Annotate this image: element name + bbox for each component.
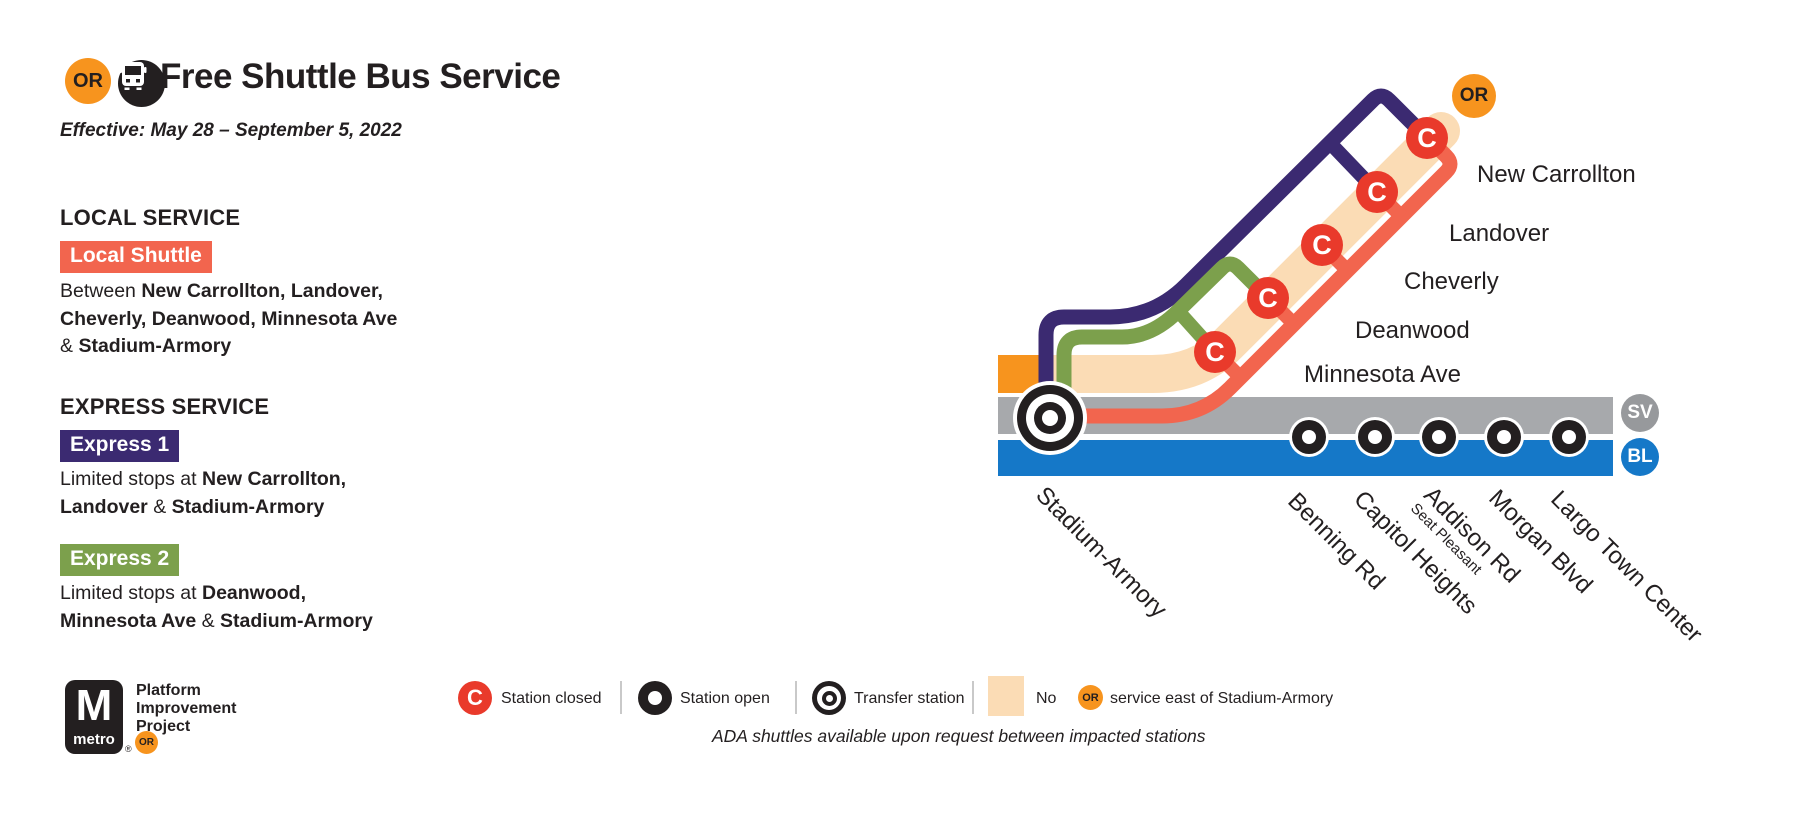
local-shuttle-description: Between New Carrollton, Landover, Cheverl…	[60, 278, 430, 361]
express2-badge: Express 2	[60, 544, 180, 576]
metro-logo-m: M	[75, 681, 113, 730]
bus-icon-glyph	[119, 62, 147, 90]
closed-station-label: New Carrollton	[1477, 161, 1636, 188]
station-open-marker	[1487, 420, 1521, 454]
text-segment: New Carrollton,	[201, 468, 347, 490]
express2-line	[1056, 256, 1274, 420]
station-closed-marker: C	[1356, 171, 1398, 213]
no-service-prefix: No	[1036, 690, 1057, 707]
station-open-marker	[1358, 420, 1392, 454]
platform-improvement-project: Platform Improvement Project	[136, 682, 236, 736]
page-title: Free Shuttle Bus Service	[160, 57, 561, 96]
station-open-marker	[1292, 420, 1326, 454]
project-line: Project	[136, 718, 191, 735]
express1-description: Limited stops at New Carrollton, Landover…	[60, 466, 430, 521]
closed-station-label: Minnesota Ave	[1304, 361, 1461, 388]
project-line: Improvement	[136, 700, 237, 717]
express1-badge: Express 1	[60, 430, 180, 462]
ada-note: ADA shuttles available upon request betw…	[712, 726, 1206, 746]
no-service-swatch	[988, 676, 1024, 716]
closed-station-label: Cheverly	[1404, 268, 1499, 295]
no-service-suffix: service east of Stadium-Armory	[1110, 690, 1334, 707]
or-mini-badge: OR	[1078, 685, 1103, 710]
text-segment: &	[60, 335, 79, 357]
station-closed-marker: C	[1194, 331, 1236, 373]
text-segment: Stadium-Armory	[171, 495, 325, 518]
station-closed-marker: C	[1406, 117, 1448, 159]
legend-divider	[972, 681, 974, 714]
silver-line-badge: SV	[1621, 394, 1659, 432]
or-terminal-badge: OR	[1452, 74, 1496, 118]
transfer-station-icon	[1013, 381, 1087, 455]
registered-mark: ®	[125, 744, 132, 754]
express1-line	[1038, 88, 1433, 420]
station-open-marker	[1422, 420, 1456, 454]
metro-logo: M metro	[65, 680, 123, 754]
text-segment: Deanwood,	[201, 582, 306, 604]
station-closed-label: Station closed	[501, 690, 602, 707]
local-shuttle-badge: Local Shuttle	[60, 241, 212, 273]
text-segment: Landover	[60, 495, 148, 518]
bus-icon	[118, 60, 165, 107]
text-segment: &	[196, 609, 221, 632]
transfer-station-label: Transfer station	[854, 690, 965, 707]
text-segment: Minnesota Ave	[60, 609, 197, 632]
project-line: Platform	[136, 682, 201, 699]
transfer-station-legend-icon	[812, 681, 846, 715]
local-service-heading: LOCAL SERVICE	[60, 205, 241, 230]
legend-divider	[795, 681, 797, 714]
local-shuttle-line	[1052, 133, 1458, 424]
legend-divider	[620, 681, 622, 714]
closed-station-label: Deanwood	[1355, 317, 1470, 344]
text-segment: Limited stops at	[60, 582, 202, 604]
text-segment: Stadium-Armory	[78, 335, 232, 357]
closed-station-label: Landover	[1449, 220, 1550, 247]
express2-description: Limited stops at Deanwood,Minnesota Ave …	[60, 580, 430, 635]
text-segment: Limited stops at	[60, 468, 202, 490]
blue-line-badge: BL	[1621, 438, 1659, 476]
station-open-marker	[1552, 420, 1586, 454]
station-closed-marker: C	[1247, 277, 1289, 319]
text-segment: Between	[60, 280, 142, 302]
orange-line-or-badge: OR	[65, 58, 111, 104]
station-closed-marker: C	[1301, 224, 1343, 266]
or-footer-badge: OR	[135, 731, 158, 754]
metro-logo-wordmark: metro	[73, 731, 115, 748]
text-segment: New Carrollton, Landover,	[141, 280, 383, 302]
station-open-icon	[638, 681, 672, 715]
express-service-heading: EXPRESS SERVICE	[60, 394, 270, 419]
text-segment: Stadium-Armory	[220, 609, 373, 632]
text-segment: Cheverly, Deanwood, Minnesota Ave	[60, 307, 398, 330]
text-segment: &	[147, 495, 172, 518]
station-open-label: Station open	[680, 690, 770, 707]
station-closed-icon: C	[458, 681, 492, 715]
effective-dates: Effective: May 28 – September 5, 2022	[60, 120, 402, 141]
